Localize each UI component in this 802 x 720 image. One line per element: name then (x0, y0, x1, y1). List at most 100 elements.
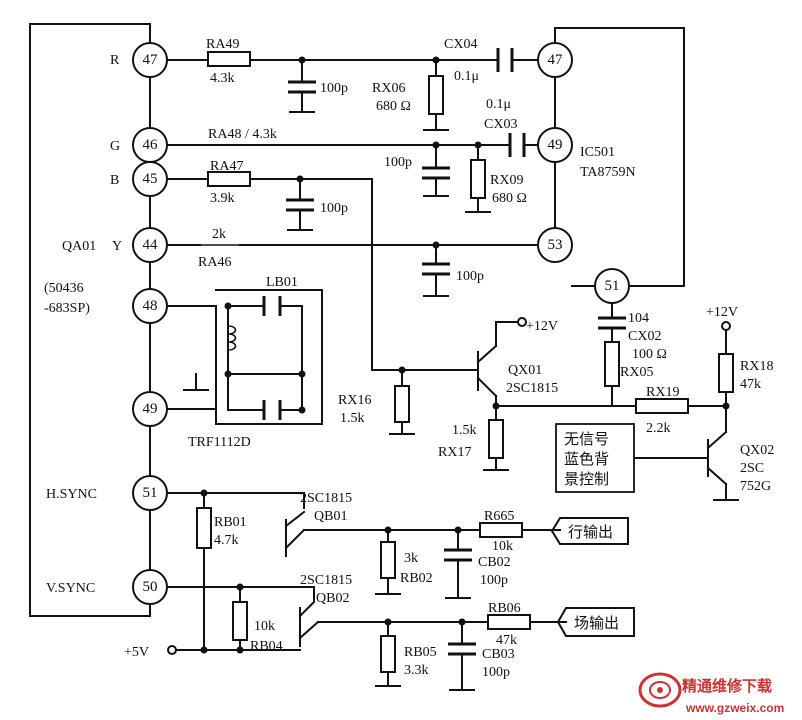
cx04-label: CX04 (444, 37, 477, 52)
rb04-resistor (232, 601, 248, 641)
rx18-resistor (718, 353, 734, 393)
rb01-label: RB01 (214, 515, 247, 530)
wire-ic51 (571, 285, 727, 407)
qa01-part-line1: (50436 (44, 281, 84, 296)
rx09-label: RX09 (490, 173, 523, 188)
qa01-pin-44 (132, 227, 168, 263)
v-out-label: 场输出 (574, 614, 619, 632)
wire-b (167, 178, 479, 371)
plus12v-terminal-a (517, 317, 527, 327)
ic501-pin-53-label: 53 (548, 237, 563, 253)
c-y-value: 100p (456, 269, 484, 284)
watermark-cn: 精通维修下载 (682, 677, 772, 695)
ra47-label: RA47 (210, 159, 243, 174)
rx17-resistor (488, 419, 504, 459)
qa01-pin-47 (132, 42, 168, 78)
plus12v-a-label: +12V (526, 319, 558, 334)
ctrl-line2: 蓝色背 (564, 450, 609, 468)
rb06-resistor (487, 614, 531, 630)
ic501-pin-51-label: 51 (605, 278, 620, 294)
wire-vsync (167, 586, 315, 651)
c-b-capacitor (286, 198, 314, 212)
qa01-ref-label: QA01 (62, 239, 96, 254)
cx04-capacitor (496, 48, 514, 72)
ic501-pin-47-label: 47 (548, 52, 564, 68)
rb05-resistor (380, 635, 396, 673)
ic501-pin-47 (537, 42, 573, 78)
rx06-resistor (428, 75, 444, 115)
qa01-pin-49-label: 49 (143, 401, 158, 417)
watermark-url: www.gzweix.com (685, 701, 784, 715)
ctrl-line1: 无信号 (564, 430, 609, 448)
qa01-part-line2: -683SP) (44, 301, 90, 316)
trf1112d-outline (167, 289, 323, 425)
ic501-body-outline (554, 27, 685, 287)
rb05-label: RB05 (404, 645, 437, 660)
h-out-arrow (550, 517, 629, 545)
ctrl-line3: 景控制 (564, 470, 609, 488)
r665-resistor (479, 522, 523, 538)
junction-dots (200, 56, 730, 654)
ic501-pin-49 (537, 127, 573, 163)
h-out-label: 行输出 (568, 523, 613, 541)
ra46-value: 2k (212, 227, 226, 242)
c-r-value: 100p (320, 81, 348, 96)
plus5v-terminal (167, 645, 177, 655)
control-box (555, 423, 635, 493)
rx05-resistor (604, 341, 620, 387)
ra46-label: RA46 (198, 255, 231, 270)
rx05-label: RX05 (620, 365, 653, 380)
signal-hsync-label: H.SYNC (46, 487, 97, 502)
qa01-pin-45-label: 45 (143, 171, 158, 187)
qa01-pin-44-label: 44 (143, 237, 159, 253)
qa01-pin-51-label: 51 (143, 485, 158, 501)
qx02-transistor (633, 430, 739, 501)
qb01-transistor (284, 510, 561, 599)
signal-y-label: Y (112, 239, 122, 254)
qa01-pin-51 (132, 475, 168, 511)
rb01-resistor (196, 507, 212, 549)
qb01-part: 2SC1815 (300, 491, 352, 506)
qa01-pin-47-label: 47 (143, 52, 159, 68)
qa01-pin-50 (132, 569, 168, 605)
rx09-value: 680 Ω (492, 191, 527, 206)
qx02-part2: 752G (740, 479, 771, 494)
rx18-value: 47k (740, 377, 761, 392)
qb02-transistor (298, 600, 567, 691)
rx19-label: RX19 (646, 385, 679, 400)
cb03-capacitor (448, 642, 476, 656)
cb02-label: CB02 (478, 555, 511, 570)
ra47-value: 3.9k (210, 191, 235, 206)
cb03-label: CB03 (482, 647, 515, 662)
c-g-value: 100p (384, 155, 412, 170)
rb06-value: 47k (496, 633, 517, 648)
ra48-label: RA48 / 4.3k (208, 127, 277, 142)
qx02-part1: 2SC (740, 461, 764, 476)
signal-vsync-label: V.SYNC (46, 581, 95, 596)
rx18-label: RX18 (740, 359, 773, 374)
rb02-resistor (380, 541, 396, 579)
qb02-label: QB02 (316, 591, 349, 606)
signal-r-label: R (110, 53, 120, 68)
qx02-label: QX02 (740, 443, 774, 458)
cx02-value: 104 (628, 311, 649, 326)
cx02-label: CX02 (628, 329, 661, 344)
lb01-capacitor (262, 296, 282, 316)
ic501-part-label: TA8759N (580, 165, 636, 180)
rx09-resistor (470, 159, 486, 199)
rx19-value: 2.2k (646, 421, 671, 436)
trf1112d-label: TRF1112D (188, 435, 251, 450)
watermark-logo-icon (638, 672, 682, 708)
rx06-label: RX06 (372, 81, 405, 96)
qa01-pin-45 (132, 161, 168, 197)
plus5v-label: +5V (124, 645, 149, 660)
plus12v-b-label: +12V (706, 305, 738, 320)
lb01-inductor (227, 325, 237, 351)
qa01-pin-49 (132, 391, 168, 427)
signal-b-label: B (110, 173, 119, 188)
qx01-label: QX01 (508, 363, 542, 378)
rb02-label: RB02 (400, 571, 433, 586)
qb01-label: QB01 (314, 509, 347, 524)
rb05-value: 3.3k (404, 663, 429, 678)
rx16-resistor (394, 385, 410, 423)
